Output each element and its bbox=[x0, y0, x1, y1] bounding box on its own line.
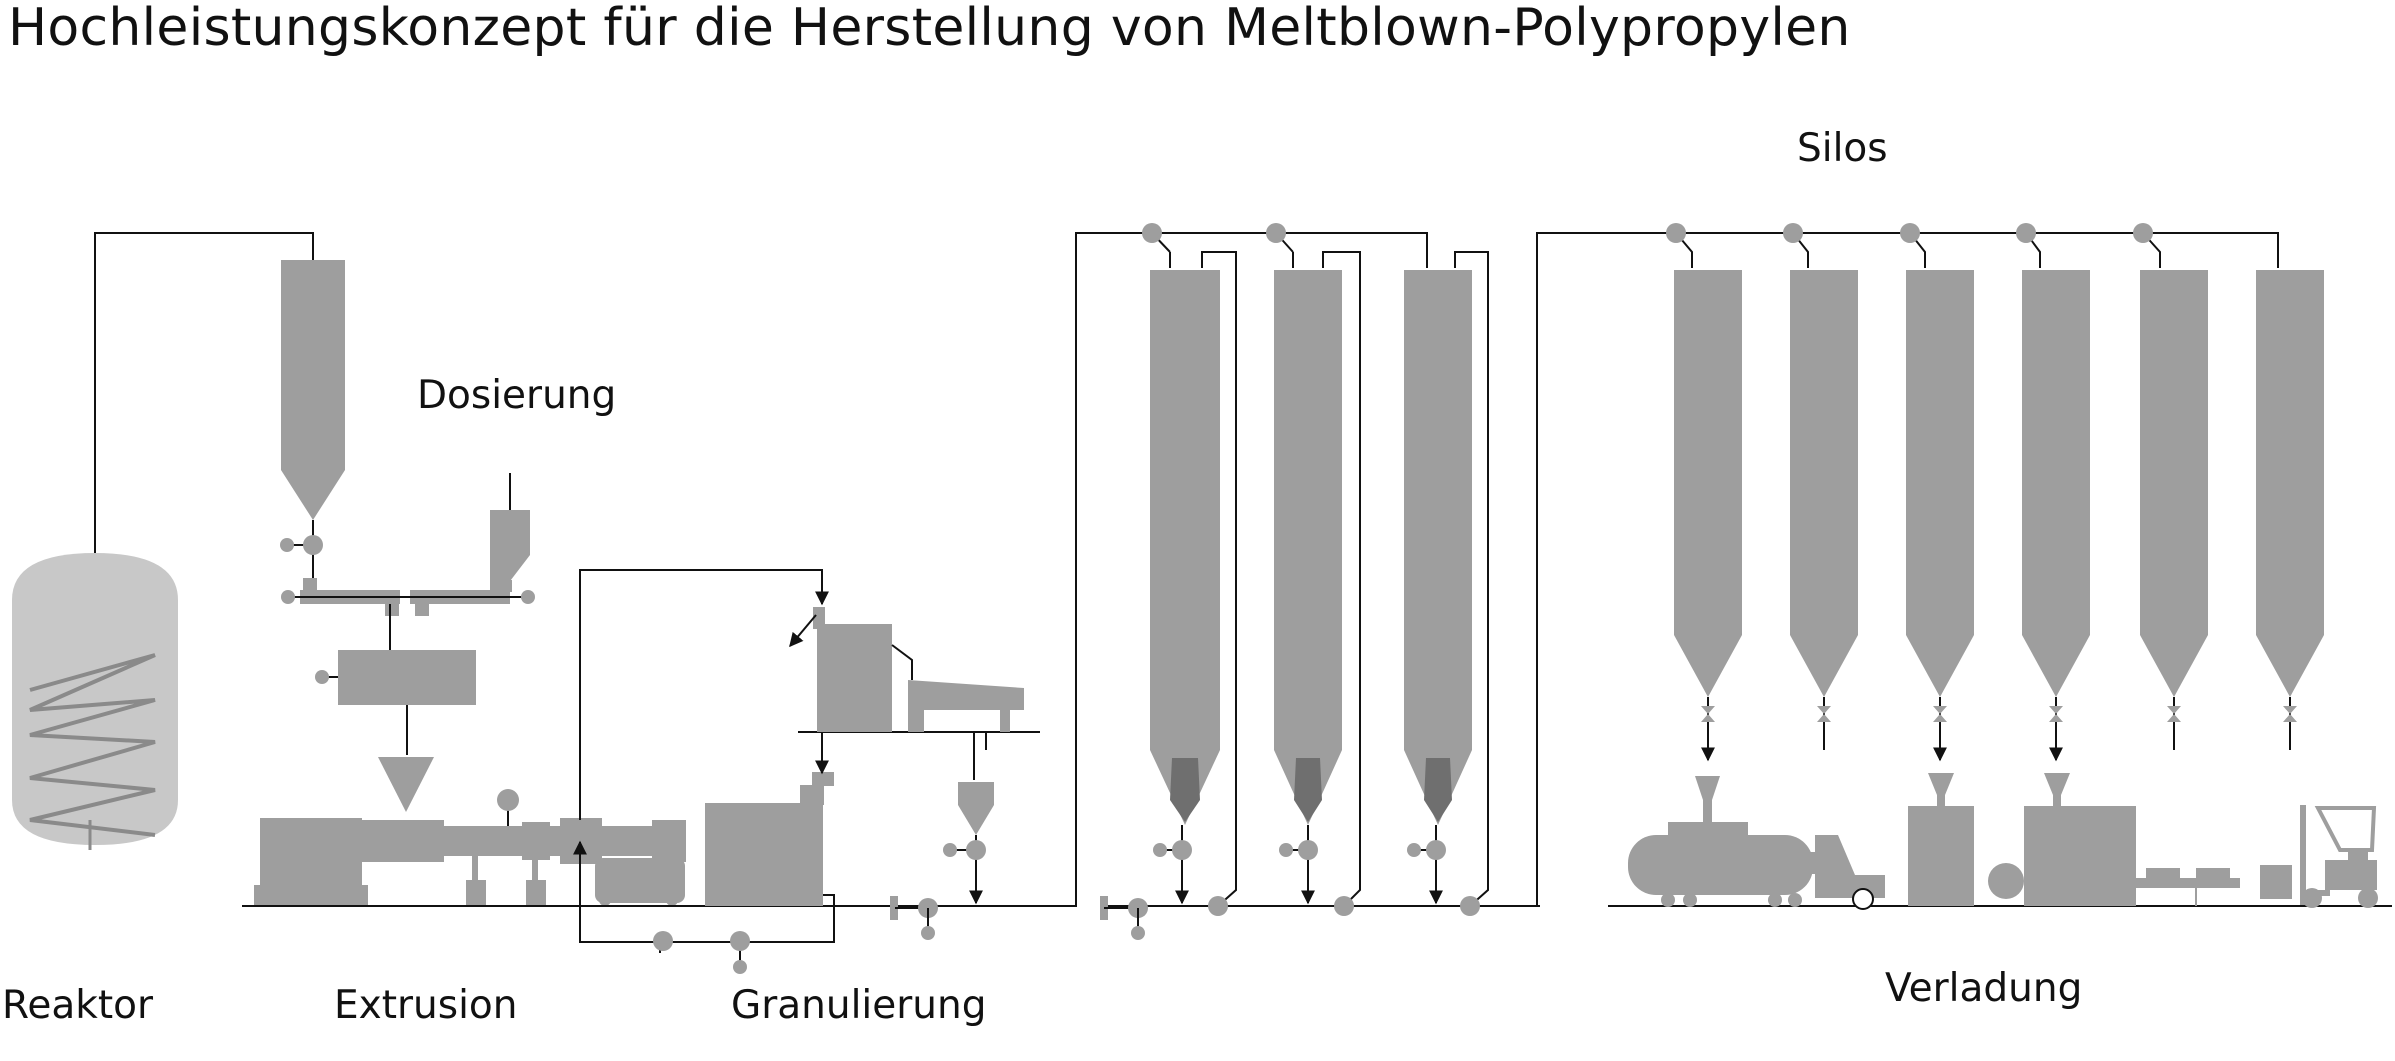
extruder bbox=[242, 789, 1005, 907]
page-title: Hochleistungskonzept für die Herstellung… bbox=[8, 0, 1851, 58]
label-silos: Silos bbox=[1797, 126, 1888, 171]
label-verladung: Verladung bbox=[1885, 966, 2083, 1011]
label-granulierung: Granulierung bbox=[731, 983, 987, 1028]
label-extrusion: Extrusion bbox=[334, 983, 518, 1028]
loading-area bbox=[1608, 773, 2392, 910]
label-dosierung: Dosierung bbox=[417, 373, 617, 418]
silo-outlet-valves bbox=[1701, 697, 2297, 762]
silos bbox=[1536, 223, 2324, 907]
reactor bbox=[12, 232, 314, 850]
dosing-unit bbox=[280, 260, 535, 812]
granulator bbox=[573, 569, 1040, 974]
intermediate-silos bbox=[1005, 223, 1540, 940]
label-reaktor: Reaktor bbox=[2, 983, 154, 1028]
